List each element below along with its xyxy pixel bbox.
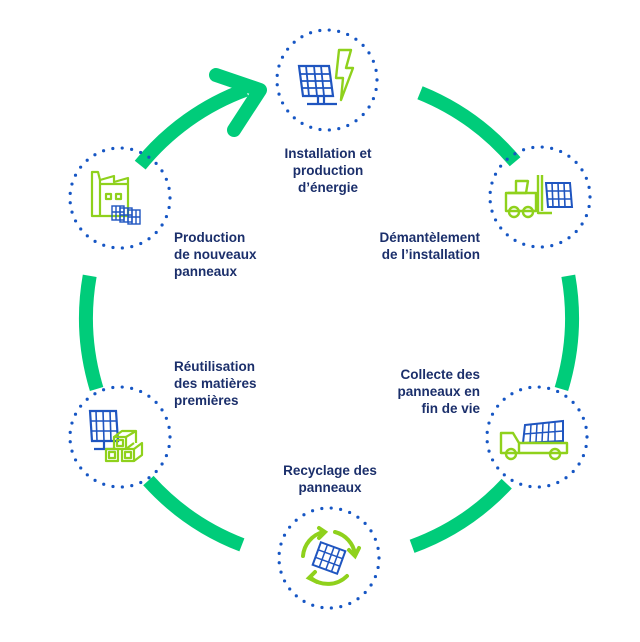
step-node-recycling (277, 506, 381, 610)
label-line: panneaux (298, 480, 362, 495)
dotted-ring (68, 385, 172, 489)
flow-arrowhead-icon (209, 68, 267, 137)
label-line: fin de vie (421, 401, 480, 416)
step-node-installation (275, 28, 379, 132)
arc-collection-to-recycling (409, 478, 512, 553)
step-label-dismantling: Démantèlement de l’installation (340, 229, 480, 263)
dotted-ring (485, 385, 589, 489)
forklift-solar-panel-icon (504, 175, 574, 219)
step-label-installation: Installation et production d’énergie (268, 145, 388, 196)
arc-reuse-to-production (79, 274, 104, 392)
solar-panel-lightning-icon (297, 48, 355, 106)
step-label-collection: Collecte des panneaux en fin de vie (360, 366, 480, 417)
step-node-collection (485, 385, 589, 489)
label-line: des matières (174, 376, 257, 391)
arc-dismantling-to-collection (554, 274, 579, 392)
arc-production-to-installation (134, 83, 249, 170)
step-node-reuse (68, 385, 172, 489)
label-line: Production (174, 230, 246, 245)
step-label-production: Production de nouveaux panneaux (174, 229, 294, 280)
truck-solar-panels-icon (499, 419, 569, 461)
dotted-ring (277, 506, 381, 610)
step-label-reuse: Réutilisation des matières premières (174, 358, 294, 409)
label-line: panneaux en (397, 384, 480, 399)
dotted-ring (68, 146, 172, 250)
label-line: Collecte des (400, 367, 480, 382)
arc-recycling-to-reuse (143, 475, 245, 552)
arc-installation-to-dismantling (417, 86, 521, 167)
label-line: production (292, 163, 364, 178)
solar-panel-materials-icon (88, 409, 144, 463)
step-node-production (68, 146, 172, 250)
dotted-ring (275, 28, 379, 132)
label-line: de nouveaux (174, 247, 257, 262)
label-line: premières (174, 393, 239, 408)
label-line: de l’installation (381, 247, 480, 262)
label-line: d’énergie (297, 180, 359, 195)
factory-panels-icon (90, 170, 141, 225)
recycle-solar-panel-icon (301, 526, 361, 586)
step-label-recycling: Recyclage des panneaux (260, 462, 400, 496)
step-node-dismantling (488, 145, 592, 249)
label-line: Réutilisation (174, 359, 256, 374)
label-line: Installation et (284, 146, 372, 161)
connector-arcs (79, 83, 579, 553)
dotted-ring (488, 145, 592, 249)
label-line: Recyclage des (283, 463, 377, 478)
label-line: panneaux (174, 264, 238, 279)
label-line: Démantèlement (379, 230, 480, 245)
